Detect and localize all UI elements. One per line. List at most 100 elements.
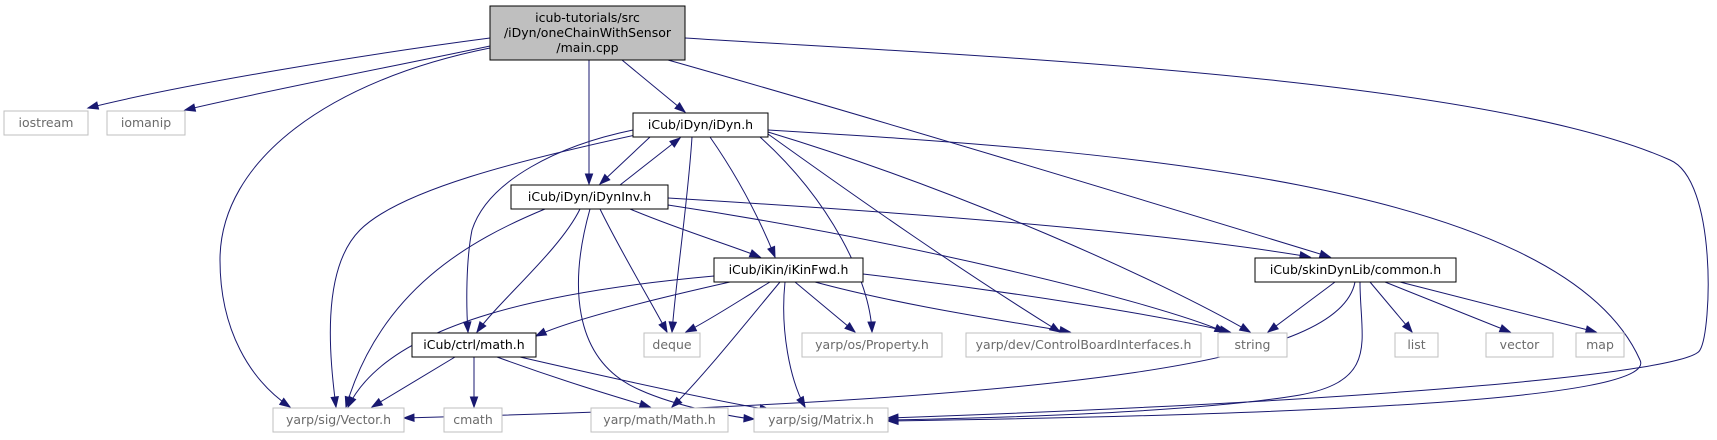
edge-main-to-common <box>667 59 1332 259</box>
node-string: string <box>1217 332 1288 358</box>
edge-idyn-to-ctrlmath <box>462 129 634 334</box>
edge-line <box>476 208 581 333</box>
edge-line <box>1399 281 1597 333</box>
edge-line <box>329 133 641 408</box>
edge-main-to-iomanip <box>183 45 491 112</box>
edge-common-to-list <box>1369 281 1413 334</box>
edge-arrowhead <box>668 321 678 334</box>
edge-idyninv-to-ctrlmath <box>476 208 581 334</box>
edge-line <box>496 356 651 408</box>
edge-idyninv-to-sigvector <box>344 208 546 409</box>
edge-arrowhead <box>867 321 876 334</box>
node-box <box>272 407 405 433</box>
node-label: iCub/iKin/iKinFwd.h <box>729 262 849 277</box>
edge-ctrlmath-to-mathmath <box>496 356 652 409</box>
edge-arrowhead <box>402 413 415 423</box>
node-label: iCub/skinDynLib/common.h <box>1270 262 1441 277</box>
node-common[interactable]: iCub/skinDynLib/common.h <box>1254 257 1457 283</box>
edge-arrowhead <box>1401 321 1413 334</box>
edge-arrowhead <box>462 321 472 334</box>
edge-main-to-iostream <box>86 37 491 110</box>
node-label: list <box>1407 337 1425 352</box>
node-sigvector: yarp/sig/Vector.h <box>272 407 405 433</box>
edge-line <box>347 275 715 408</box>
edge-arrowhead <box>844 321 857 333</box>
edge-ikinfwd-to-mathmath <box>670 281 781 409</box>
node-box <box>1394 332 1439 358</box>
node-idyninv[interactable]: iCub/iDyn/iDynInv.h <box>510 184 669 210</box>
edge-line <box>767 129 1642 422</box>
edge-line <box>667 197 1311 258</box>
edge-idyn-to-deque <box>668 136 693 334</box>
node-label: yarp/os/Property.h <box>815 337 929 352</box>
edges-layer <box>86 37 1709 426</box>
edge-line <box>1267 281 1336 333</box>
edge-arrowhead <box>86 101 100 110</box>
edge-line <box>671 281 781 408</box>
node-box <box>1575 332 1625 358</box>
node-label: yarp/sig/Vector.h <box>286 412 391 427</box>
node-box <box>590 407 729 433</box>
edge-ikinfwd-to-cbi <box>814 281 1072 335</box>
edge-main-to-matrix <box>684 37 1709 422</box>
edge-arrowhead <box>743 413 756 423</box>
edge-arrowhead <box>347 395 357 409</box>
edge-line <box>671 136 693 333</box>
nodes-layer: icub-tutorials/src/iDyn/oneChainWithSens… <box>3 5 1625 433</box>
node-map: map <box>1575 332 1625 358</box>
edge-idyn-to-matrix <box>767 129 1642 426</box>
edge-arrowhead <box>598 173 611 186</box>
edge-line <box>783 281 806 408</box>
edge-idyn-to-property <box>759 136 876 334</box>
edge-line <box>519 356 771 411</box>
node-label: iCub/iDyn/iDyn.h <box>648 117 753 132</box>
edge-line <box>887 281 1363 421</box>
node-box <box>643 332 701 358</box>
edge-line <box>667 204 1226 333</box>
node-box <box>106 110 186 136</box>
node-label: yarp/math/Math.h <box>603 412 715 427</box>
edge-arrowhead <box>1266 322 1279 333</box>
edge-line <box>619 137 681 186</box>
edge-line <box>371 356 456 408</box>
node-main[interactable]: icub-tutorials/src/iDyn/oneChainWithSens… <box>489 5 686 61</box>
edge-ikinfwd-to-matrix <box>783 281 806 409</box>
node-box <box>753 407 889 433</box>
edge-line <box>814 281 1071 333</box>
edge-main-to-idyninv <box>584 60 594 186</box>
edge-arrowhead <box>469 396 479 409</box>
edge-arrowhead <box>886 415 899 425</box>
node-box <box>1254 257 1457 283</box>
edge-idyn-to-idyninv <box>598 136 651 186</box>
edge-arrowhead <box>796 395 806 409</box>
node-matrix: yarp/sig/Matrix.h <box>753 407 889 433</box>
edge-ikinfwd-to-deque <box>684 281 771 333</box>
edge-ikinfwd-to-string <box>862 273 1232 334</box>
node-ikinfwd[interactable]: iCub/iKin/iKinFwd.h <box>713 257 864 283</box>
edge-idyn-to-cbi <box>767 133 1062 333</box>
edge-line <box>219 47 491 408</box>
node-mathmath: yarp/math/Math.h <box>590 407 729 433</box>
edge-arrowhead <box>669 137 682 148</box>
edge-idyninv-to-deque <box>599 208 668 334</box>
edge-line <box>629 208 761 258</box>
node-box <box>632 112 769 138</box>
edge-line <box>345 208 546 408</box>
node-deque: deque <box>643 332 701 358</box>
node-label: /main.cpp <box>556 40 618 55</box>
edge-line <box>535 281 731 337</box>
node-label: vector <box>1500 337 1541 352</box>
node-box <box>411 332 537 358</box>
edge-arrowhead <box>1498 324 1512 333</box>
edge-arrowhead <box>1584 325 1598 334</box>
node-ctrlmath[interactable]: iCub/ctrl/math.h <box>411 332 537 358</box>
node-label: iCub/ctrl/math.h <box>423 337 524 352</box>
edge-arrowhead <box>330 396 339 409</box>
edge-line <box>684 37 1709 419</box>
node-box <box>510 184 669 210</box>
edge-arrowhead <box>1238 323 1252 333</box>
node-cbi: yarp/dev/ControlBoardInterfaces.h <box>965 332 1202 358</box>
node-idyn[interactable]: iCub/iDyn/iDyn.h <box>632 112 769 138</box>
edge-arrowhead <box>684 323 698 333</box>
edge-ctrlmath-to-sigvector <box>370 356 456 408</box>
